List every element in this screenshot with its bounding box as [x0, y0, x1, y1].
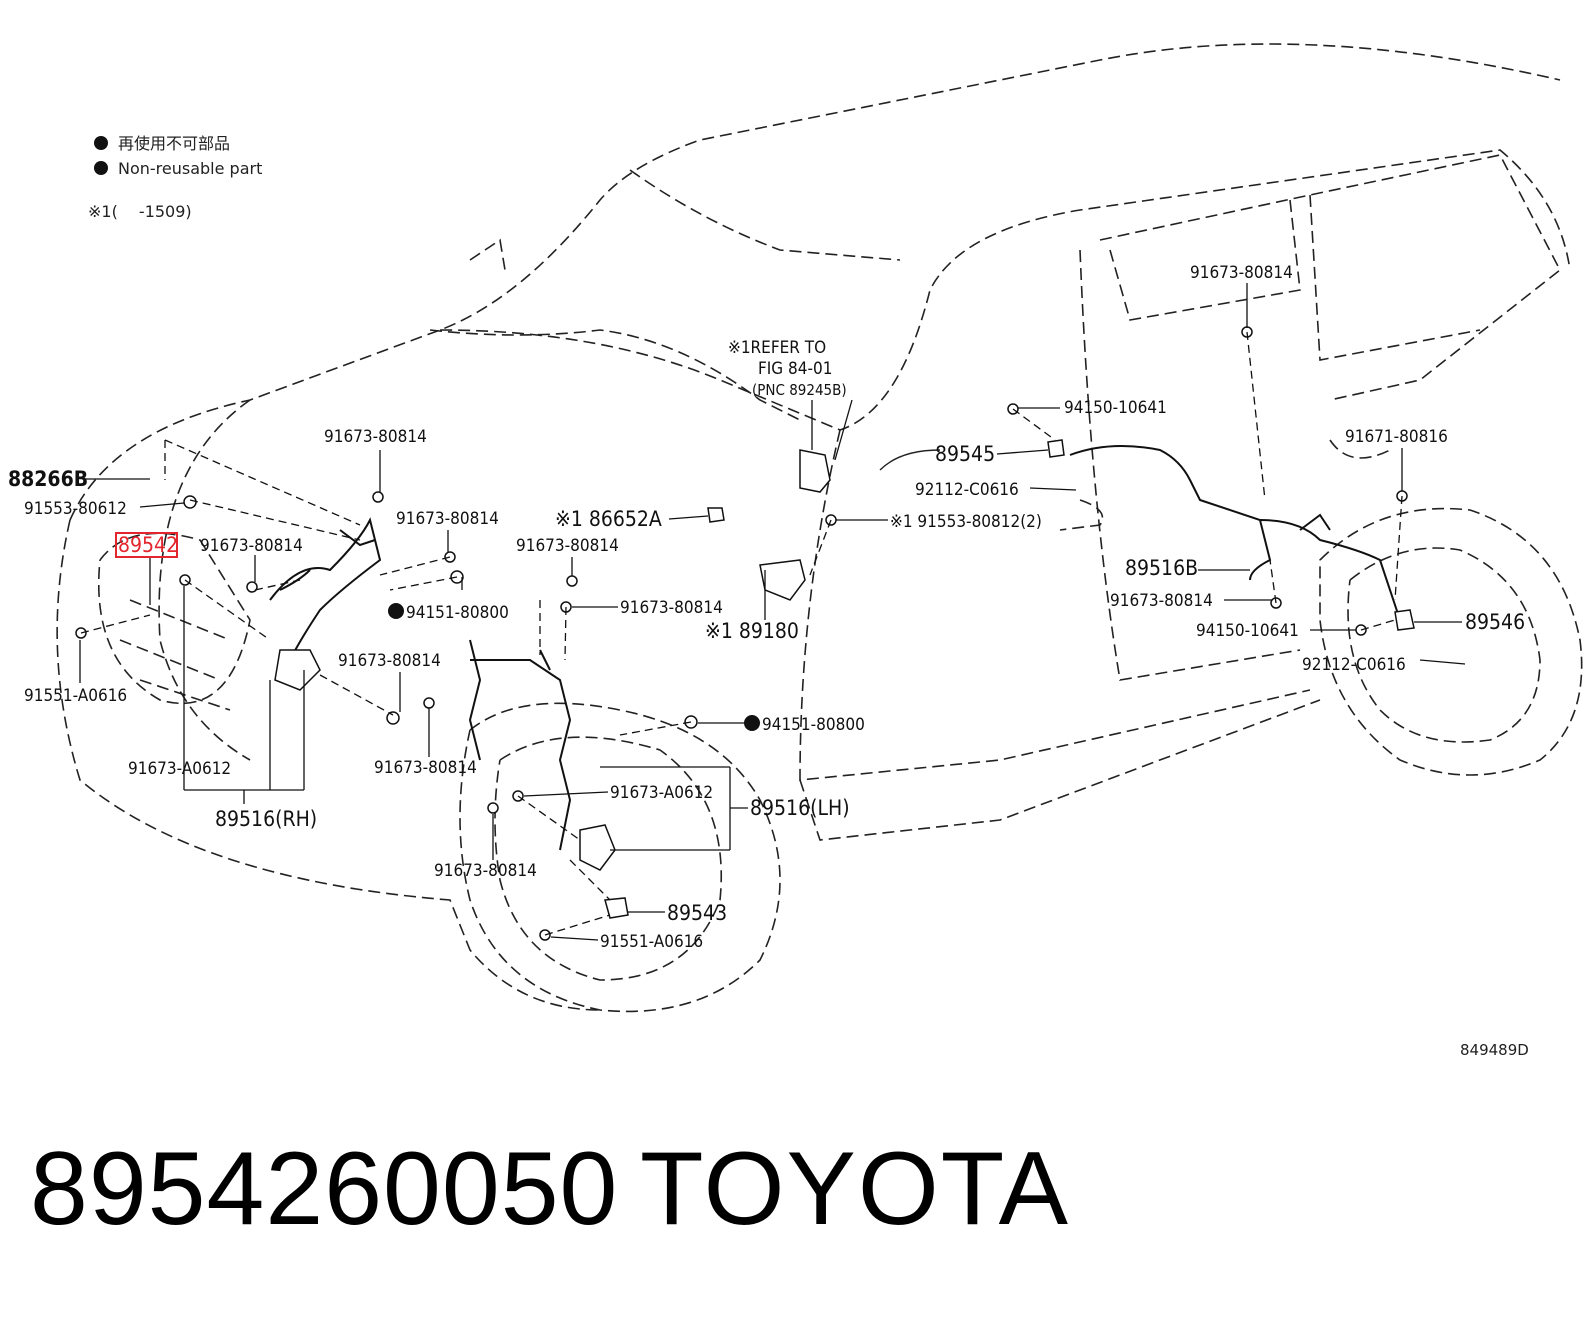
bolt-icon	[487, 802, 499, 814]
figure-id: 849489D	[1460, 1041, 1529, 1059]
rh-sensor-bracket	[274, 649, 321, 691]
label-89516B: 89516B	[1125, 556, 1198, 580]
part-89543	[604, 897, 629, 919]
part-89180	[759, 559, 806, 601]
label-91553-80812: ※1 91553-80812(2)	[890, 512, 1042, 532]
lh-sensor-bracket	[579, 824, 616, 871]
nut-icon	[386, 711, 400, 725]
bolt-icon	[183, 495, 197, 509]
label-91553-80612: 91553-80612	[24, 499, 127, 519]
part-89546	[1394, 609, 1415, 631]
label-94150-10641: 94150-10641	[1196, 621, 1299, 641]
label-94151-80800: 94151-80800	[406, 603, 509, 623]
label-94151-80800: 94151-80800	[762, 715, 865, 735]
legend-note: ※1( -1509)	[88, 202, 192, 221]
label-89546: 89546	[1465, 610, 1525, 634]
part-labels: 88266B 91553-80612 89542 91673-80814 916…	[8, 263, 1529, 1059]
label-89545: 89545	[935, 442, 995, 466]
bolt-icon	[372, 491, 384, 503]
label-92112-C0616: 92112-C0616	[915, 480, 1019, 500]
label-86652A: ※1 86652A	[555, 507, 662, 531]
label-91673-80814: 91673-80814	[396, 509, 499, 529]
non-reusable-bullet-icon	[94, 136, 108, 150]
non-reusable-bullet-icon	[94, 161, 108, 175]
label-91673-80814: 91673-80814	[620, 598, 723, 618]
label-92112-C0616: 92112-C0616	[1302, 655, 1406, 675]
label-89543: 89543	[667, 901, 727, 925]
label-91673-A0612: 91673-A0612	[610, 783, 713, 803]
label-89516-RH: 89516(RH)	[215, 807, 317, 831]
label-91673-80814: 91673-80814	[200, 536, 303, 556]
label-91673-80814: 91673-80814	[338, 651, 441, 671]
label-91673-A0612: 91673-A0612	[128, 759, 231, 779]
label-91673-80814: 91673-80814	[1190, 263, 1293, 283]
harnesses	[269, 439, 1415, 919]
fasteners	[75, 326, 1408, 941]
vehicle-outline	[56, 43, 1583, 1013]
refer-line2: FIG 84-01	[758, 359, 832, 379]
bolt-icon	[423, 697, 435, 709]
part-89545-body	[799, 449, 831, 493]
label-88266B: 88266B	[8, 467, 88, 491]
footer-part-number: 8954260050	[30, 1131, 619, 1247]
label-91673-80814: 91673-80814	[434, 861, 537, 881]
label-91551-A0616: 91551-A0616	[24, 686, 127, 706]
highlight-box	[115, 532, 178, 558]
legend-en: Non-reusable part	[118, 159, 262, 178]
legend: 再使用不可部品 Non-reusable part ※1( -1509)	[88, 134, 262, 221]
refer-note: ※1REFER TO FIG 84-01 (PNC 89245B)	[728, 338, 853, 461]
bolt-icon	[246, 581, 258, 593]
label-91673-80814: 91673-80814	[516, 536, 619, 556]
refer-line1: ※1REFER TO	[728, 338, 826, 358]
label-89516-LH: 89516(LH)	[750, 796, 850, 820]
label-94150-10641: 94150-10641	[1064, 398, 1167, 418]
refer-line3: (PNC 89245B)	[752, 381, 847, 399]
footer-brand: TOYOTA	[640, 1131, 1070, 1247]
label-91673-80814: 91673-80814	[324, 427, 427, 447]
legend-jp: 再使用不可部品	[118, 134, 230, 153]
label-89180: ※1 89180	[705, 619, 799, 643]
part-89545	[1047, 439, 1065, 458]
bolt-icon	[566, 575, 578, 587]
part-86652A	[707, 507, 725, 523]
label-91551-A0616: 91551-A0616	[600, 932, 703, 952]
non-reusable-bullet-icon	[744, 715, 760, 731]
label-91673-80814: 91673-80814	[374, 758, 477, 778]
label-91671-80816: 91671-80816	[1345, 427, 1448, 447]
label-91673-80814: 91673-80814	[1110, 591, 1213, 611]
non-reusable-bullet-icon	[388, 603, 404, 619]
label-89542-highlighted: 89542	[118, 533, 178, 557]
leaders	[79, 283, 1466, 941]
